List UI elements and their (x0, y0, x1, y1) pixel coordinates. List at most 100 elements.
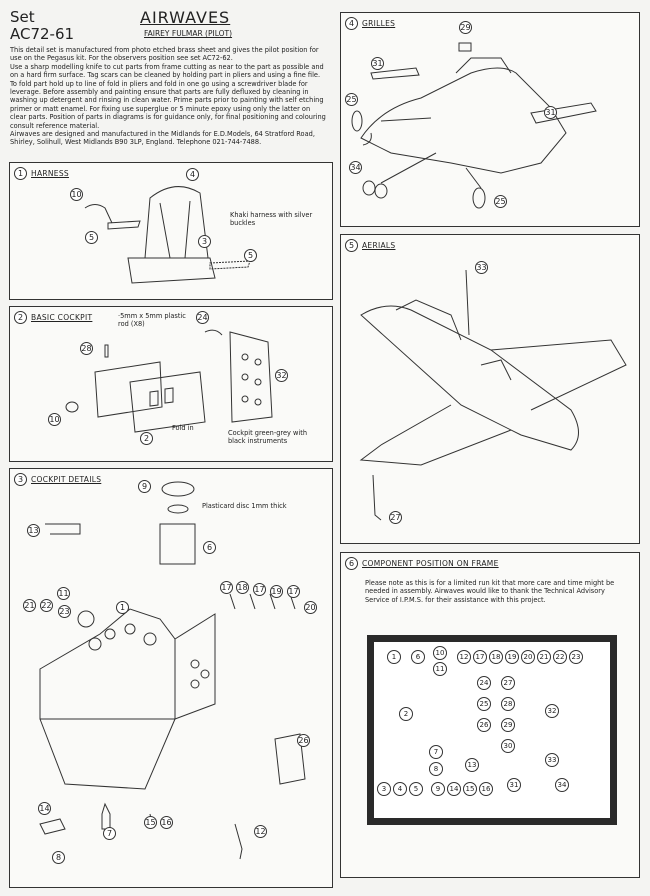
details-callout-20: 20 (304, 601, 317, 614)
frame-part-11: 11 (433, 662, 447, 676)
frame-num: 6 (345, 557, 358, 570)
cockpit-details-num: 3 (14, 473, 27, 486)
basic-cockpit-num: 2 (14, 311, 27, 324)
harness-num: 1 (14, 167, 27, 180)
grilles-title: GRILLES (362, 19, 396, 28)
grilles-callout-25a: 25 (345, 93, 358, 106)
grilles-callout-31b: 31 (544, 106, 557, 119)
section-cockpit-details: 3 COCKPIT DETAILS Plasticard disc 1mm th… (9, 468, 333, 888)
aerials-num: 5 (345, 239, 358, 252)
frame-heading: 6 COMPONENT POSITION ON FRAME (345, 557, 499, 570)
frame-part-5: 5 (409, 782, 423, 796)
harness-callout-4: 4 (186, 168, 199, 181)
set-code: AC72-61 (10, 25, 75, 43)
frame-part-21: 21 (537, 650, 551, 664)
frame-part-19: 19 (505, 650, 519, 664)
frame-part-28: 28 (501, 697, 515, 711)
basic-cockpit-heading: 2 BASIC COCKPIT (14, 311, 92, 324)
frame-part-30: 30 (501, 739, 515, 753)
basic-cockpit-note: Cockpit green-grey with black instrument… (228, 429, 307, 446)
basic-cockpit-drawing (65, 329, 273, 433)
frame-part-32: 32 (545, 704, 559, 718)
section-frame: 6 COMPONENT POSITION ON FRAME Please not… (340, 552, 640, 878)
frame-part-20: 20 (521, 650, 535, 664)
cockpit-callout-24: 24 (196, 311, 209, 324)
harness-callout-3: 3 (198, 235, 211, 248)
frame-part-34: 34 (555, 778, 569, 792)
frame-part-23: 23 (569, 650, 583, 664)
frame-part-2: 2 (399, 707, 413, 721)
harness-callout-5a: 5 (85, 231, 98, 244)
frame-part-3: 3 (377, 782, 391, 796)
frame-part-16: 16 (479, 782, 493, 796)
frame-note: Please note as this is for a limited run… (365, 579, 615, 604)
frame-part-7: 7 (429, 745, 443, 759)
grilles-num: 4 (345, 17, 358, 30)
brand-title: AIRWAVES (140, 8, 231, 27)
frame-part-24: 24 (477, 676, 491, 690)
cockpit-callout-10: 10 (48, 413, 61, 426)
harness-note: Khaki harness with silver buckles (230, 211, 313, 228)
frame-part-26: 26 (477, 718, 491, 732)
details-callout-12: 12 (254, 825, 267, 838)
frame-part-22: 22 (553, 650, 567, 664)
details-callout-26: 26 (297, 734, 310, 747)
details-callout-17c: 17 (287, 585, 300, 598)
frame-part-15: 15 (463, 782, 477, 796)
section-aerials: 5 AERIALS 33 27 (340, 234, 640, 544)
details-callout-22: 22 (40, 599, 53, 612)
aerials-callout-33: 33 (475, 261, 488, 274)
details-callout-1: 1 (116, 601, 129, 614)
intro-p2: Use a sharp modelling knife to cut parts… (10, 62, 326, 130)
section-grilles: 4 GRILLES 29 31 25 31 34 25 (340, 12, 640, 227)
details-callout-8: 8 (52, 851, 65, 864)
set-label: Set (10, 8, 35, 26)
grilles-callout-29: 29 (459, 21, 472, 34)
details-callout-14: 14 (38, 802, 51, 815)
harness-title: HARNESS (31, 169, 69, 178)
frame-part-18: 18 (489, 650, 503, 664)
basic-cockpit-rod-note: ·5mm x 5mm plastic rod (X8) (118, 312, 186, 329)
cockpit-callout-28: 28 (80, 342, 93, 355)
details-callout-15: 15 (144, 816, 157, 829)
details-callout-17a: 17 (220, 581, 233, 594)
aerials-callout-27: 27 (389, 511, 402, 524)
frame-part-29: 29 (501, 718, 515, 732)
grilles-callout-25b: 25 (494, 195, 507, 208)
frame-part-1: 1 (387, 650, 401, 664)
cockpit-callout-32: 32 (275, 369, 288, 382)
intro-p3: Airwaves are designed and manufactured i… (10, 130, 315, 147)
grilles-heading: 4 GRILLES (345, 17, 395, 30)
details-callout-21: 21 (23, 599, 36, 612)
cockpit-details-drawing (39, 481, 306, 860)
frame-part-6: 6 (411, 650, 425, 664)
frame-part-31: 31 (507, 778, 521, 792)
details-callout-19: 19 (270, 585, 283, 598)
harness-drawing (84, 186, 251, 284)
harness-heading: 1 HARNESS (14, 167, 69, 180)
frame-part-9: 9 (431, 782, 445, 796)
cockpit-details-title: COCKPIT DETAILS (31, 475, 102, 484)
aerials-heading: 5 AERIALS (345, 239, 395, 252)
frame-part-8: 8 (429, 762, 443, 776)
details-callout-23: 23 (58, 605, 71, 618)
details-callout-7: 7 (103, 827, 116, 840)
frame-part-12: 12 (457, 650, 471, 664)
details-callout-13: 13 (27, 524, 40, 537)
basic-cockpit-title: BASIC COCKPIT (31, 313, 93, 322)
frame-part-10: 10 (433, 646, 447, 660)
frame-part-25: 25 (477, 697, 491, 711)
plasticard-note: Plasticard disc 1mm thick (202, 502, 287, 510)
frame-part-17: 17 (473, 650, 487, 664)
intro-p1: This detail set is manufactured from pho… (10, 46, 319, 63)
frame-title: COMPONENT POSITION ON FRAME (362, 559, 499, 568)
details-callout-18: 18 (236, 581, 249, 594)
subtitle: FAIREY FULMAR (PILOT) (144, 29, 233, 38)
harness-callout-5b: 5 (244, 249, 257, 262)
frame-part-27: 27 (501, 676, 515, 690)
fold-in-label: Fold in (172, 424, 194, 432)
details-callout-16: 16 (160, 816, 173, 829)
etch-frame: 1 6 10 11 12 17 18 19 20 21 22 23 24 27 … (367, 635, 617, 825)
section-basic-cockpit: 2 BASIC COCKPIT ·5mm x 5mm plastic rod (… (9, 306, 333, 462)
section-harness: 1 HARNESS 10 4 5 3 5 Khaki harness with … (9, 162, 333, 300)
